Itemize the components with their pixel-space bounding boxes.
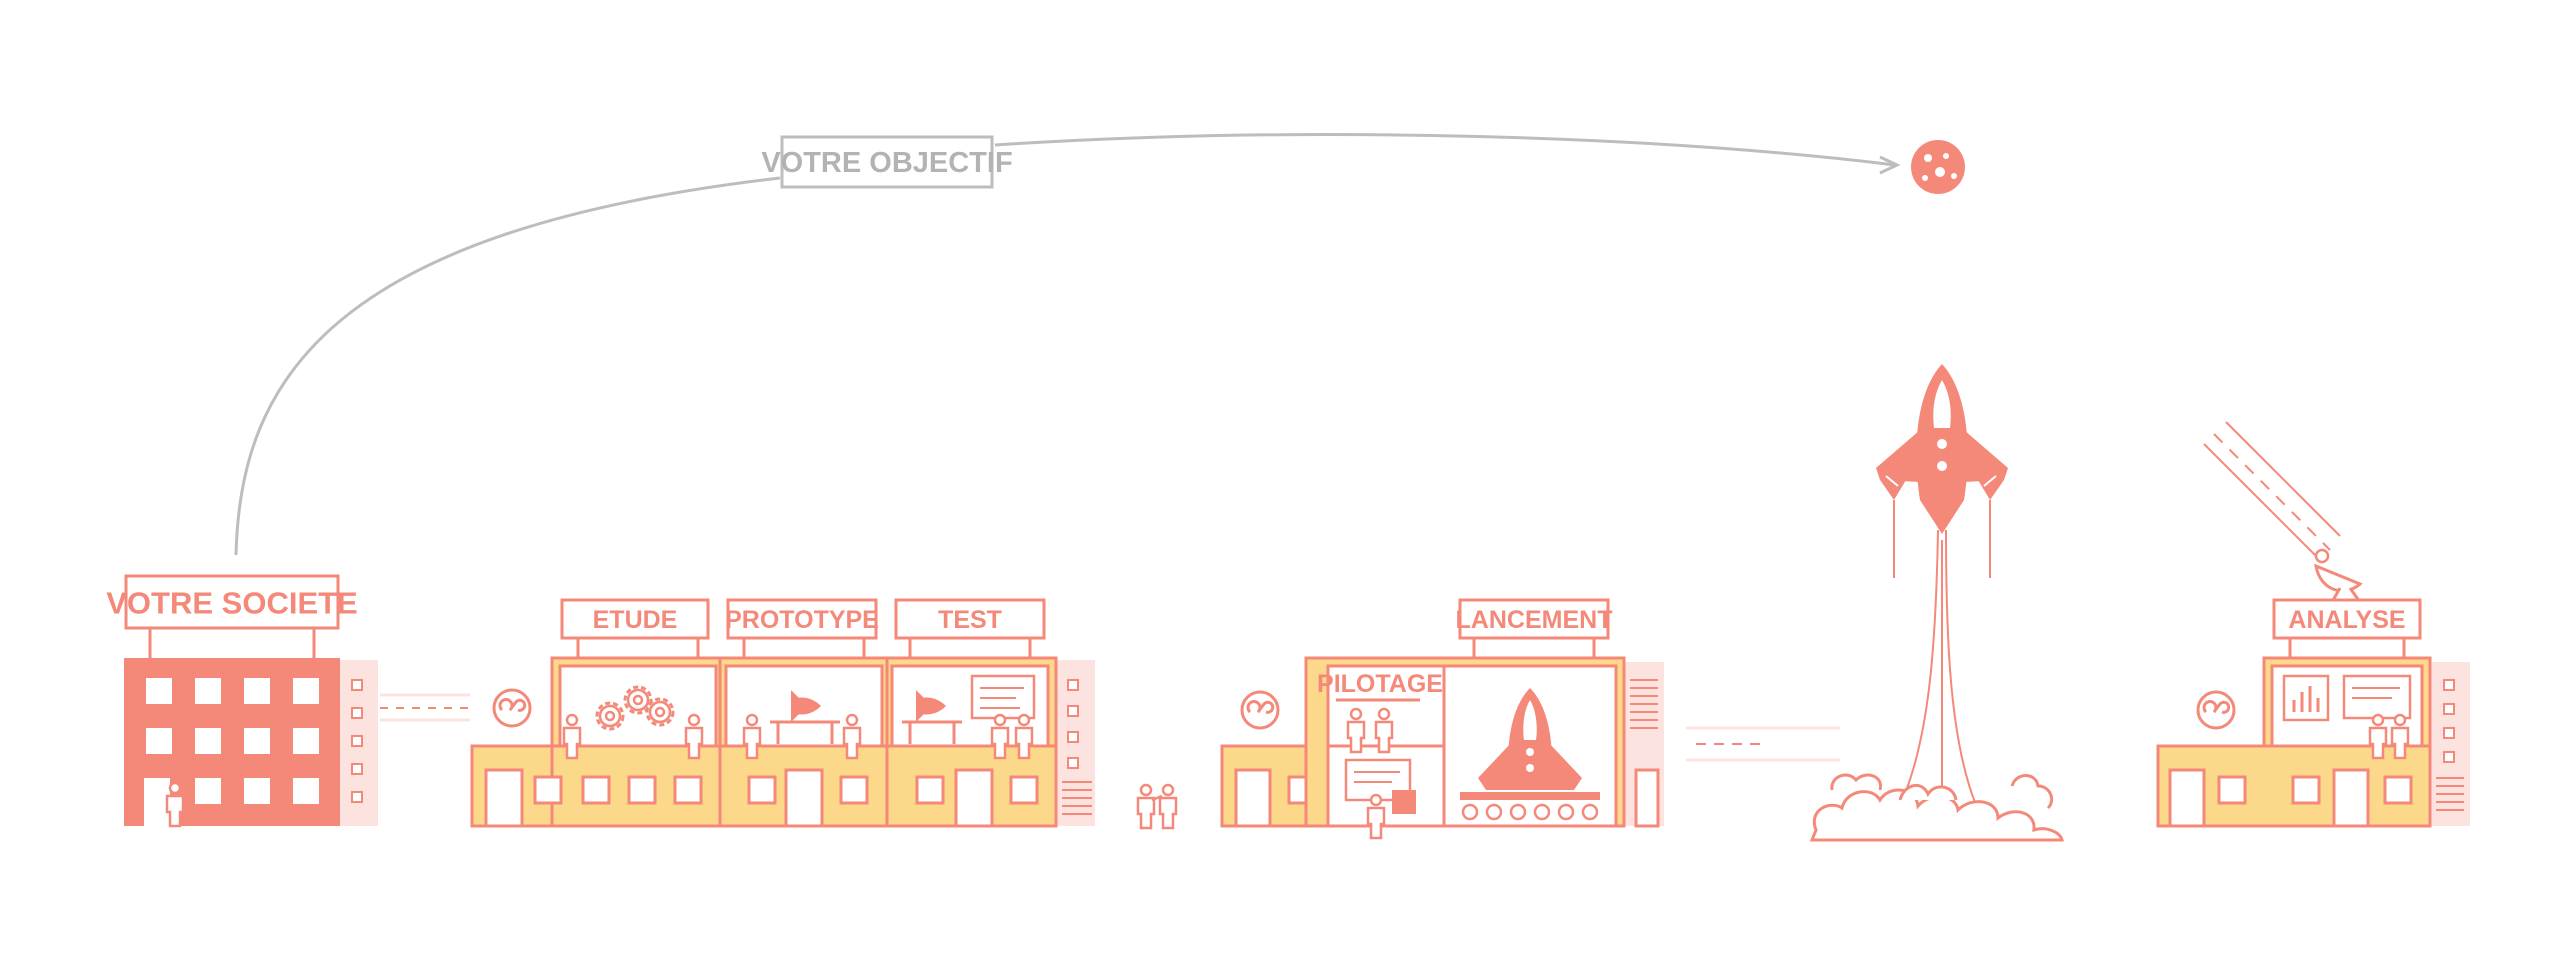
objective-label: VOTRE OBJECTIF [761, 135, 1013, 189]
analyse-label: ANALYSE [2288, 606, 2405, 634]
analyse-building [2156, 636, 2470, 828]
rnd-building [470, 636, 1095, 828]
sign-etude: ETUDE [560, 598, 710, 640]
objective-arc [234, 133, 1901, 556]
satellite-dish-icon [2314, 548, 2363, 604]
lancement-label: LANCEMENT [1456, 606, 1613, 634]
sign-prototype: PROTOTYPE [725, 598, 879, 640]
connector-1 [380, 693, 470, 722]
company-sign: VOTRE SOCIETE [106, 574, 358, 630]
sign-lancement: LANCEMENT [1456, 598, 1613, 640]
sign-analyse: ANALYSE [2272, 598, 2422, 640]
satellite-beam [2203, 421, 2341, 559]
sign-test: TEST [894, 598, 1046, 640]
objective-text: VOTRE OBJECTIF [761, 147, 1012, 179]
smoke-cloud-icon [1809, 773, 2064, 842]
connector-2 [1686, 726, 1840, 762]
launch-building [1220, 636, 1664, 840]
company-building [124, 626, 378, 828]
handshake-people [1136, 783, 1178, 830]
etude-label: ETUDE [593, 606, 678, 634]
prototype-label: PROTOTYPE [725, 606, 879, 634]
flying-rocket-icon [1876, 364, 2008, 534]
rocket-icon [1478, 688, 1582, 790]
chart-icon [2282, 674, 2330, 722]
sign-pilotage: PILOTAGE [1317, 670, 1443, 698]
test-label: TEST [938, 606, 1002, 634]
pilotage-label: PILOTAGE [1317, 670, 1443, 698]
company-label: VOTRE SOCIETE [106, 586, 357, 621]
moon-icon [1911, 140, 1965, 194]
rocket-trail [1893, 500, 1991, 806]
